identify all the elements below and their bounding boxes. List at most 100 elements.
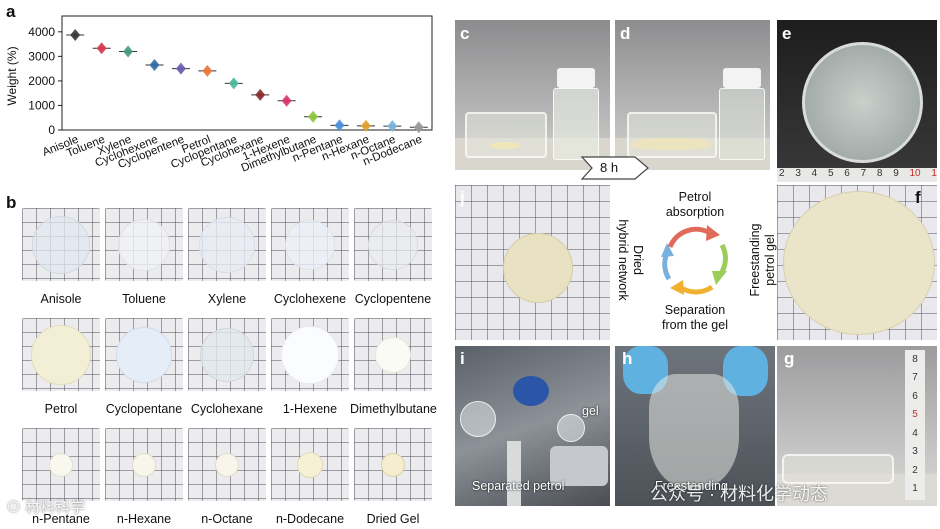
y-tick-label: 0 xyxy=(48,123,55,137)
data-point-center xyxy=(231,81,236,86)
photo-f xyxy=(777,185,937,340)
sample-label: Dimethylbutane xyxy=(350,402,437,416)
data-point-center xyxy=(258,92,263,98)
freestanding-label: Freestanding xyxy=(655,479,728,493)
freestanding-gel-film xyxy=(649,374,739,489)
sample-tile xyxy=(354,208,432,281)
ruler-number: 4 xyxy=(811,168,818,179)
sample-disc xyxy=(116,326,172,383)
ruler-number: 6 xyxy=(912,390,918,402)
sample-disc xyxy=(31,324,91,385)
sample-disc xyxy=(285,219,335,270)
glass-dish xyxy=(465,112,547,158)
vial xyxy=(553,88,599,160)
ruler-number: 7 xyxy=(912,372,918,384)
ruler-number: 5 xyxy=(827,168,834,179)
plot-frame xyxy=(61,15,433,131)
photo-d xyxy=(615,20,770,170)
ruler-number: 3 xyxy=(912,446,918,458)
sample-disc xyxy=(368,219,418,270)
y-tick-label: 4000 xyxy=(28,25,55,39)
data-point-center xyxy=(152,62,157,68)
sample-label: n-Pentane xyxy=(32,512,90,526)
panel-label-g: g xyxy=(784,349,795,368)
sample-label: Cyclohexane xyxy=(190,402,264,416)
panel-label-b: b xyxy=(6,193,17,212)
water-bath xyxy=(550,446,608,486)
panel-label-a: a xyxy=(6,2,16,21)
cycle-dried-network: Dried hybrid network xyxy=(616,219,645,301)
panel-label-i: i xyxy=(460,349,465,368)
y-tick-label: 2000 xyxy=(28,74,55,88)
sample-tile xyxy=(105,318,183,391)
vial-cap xyxy=(723,68,761,88)
sample-disc xyxy=(199,216,255,273)
ruler-g xyxy=(905,350,925,500)
y-tick-label: 3000 xyxy=(28,49,55,63)
sample-disc xyxy=(215,452,239,477)
data-point-center xyxy=(310,114,316,119)
data-point-center xyxy=(73,32,78,38)
sample-disc xyxy=(32,215,90,274)
ruler-number: 3 xyxy=(795,168,801,179)
sample-label: Cyclopentane xyxy=(105,402,183,416)
photo-i xyxy=(455,346,610,506)
sample-label: Cyclohexene xyxy=(273,292,347,306)
sample-disc xyxy=(132,452,156,477)
ruler-number: 8 xyxy=(876,168,883,179)
data-point-center xyxy=(99,46,104,51)
cycle-freestanding-gel: Freestanding petrol gel xyxy=(748,223,777,297)
sample-disc xyxy=(381,452,405,477)
ruler-number: 5 xyxy=(912,409,918,421)
sample-disc xyxy=(200,327,254,382)
glass-dish xyxy=(627,112,717,158)
photo-j xyxy=(455,185,610,340)
photo-c xyxy=(455,20,610,170)
sample-tile xyxy=(22,208,100,281)
sample-tile xyxy=(188,428,266,501)
watermark-right: 公众号 · 材料化学动态 xyxy=(650,484,828,504)
rotary-evaporator-motor xyxy=(513,376,549,406)
y-tick-label: 1000 xyxy=(28,98,55,112)
sample-tile xyxy=(271,208,349,281)
photo-h xyxy=(615,346,775,506)
sample-tile xyxy=(22,428,100,501)
panel-label-h: h xyxy=(622,349,633,368)
data-point-center xyxy=(390,123,395,129)
ruler-number: 9 xyxy=(893,168,899,179)
sample-disc xyxy=(375,336,411,373)
gel-dish xyxy=(782,454,894,484)
sample-tile xyxy=(354,318,432,391)
swollen-gel xyxy=(631,138,711,150)
data-point-center xyxy=(416,125,421,130)
cycle-separation: Separation from the gel xyxy=(661,303,728,332)
watermark-left: ⊙ 材料科学 xyxy=(6,499,86,516)
sample-label: Petrol xyxy=(44,402,78,416)
gel-sample xyxy=(490,142,520,149)
y-axis-label: Weight (%) xyxy=(5,46,19,105)
sample-disc xyxy=(281,325,339,384)
panel-label-d: d xyxy=(620,24,631,43)
petri-dish xyxy=(802,42,923,163)
flask xyxy=(460,401,496,437)
sample-tile xyxy=(105,208,183,281)
sample-label: n-Hexane xyxy=(116,512,172,526)
cycle-diagram: Petrol absorption Separation from the ge… xyxy=(615,185,777,340)
cycle-arrows xyxy=(661,225,728,295)
sample-tile xyxy=(188,318,266,391)
sample-tile xyxy=(105,428,183,501)
panel-label-e: e xyxy=(782,24,792,43)
sample-disc xyxy=(297,451,323,478)
ruler-number: 10 xyxy=(909,168,921,179)
sample-label: n-Octane xyxy=(201,512,253,526)
ruler-number: 2 xyxy=(912,464,918,476)
sample-label: Cyclopentene xyxy=(354,292,432,306)
vial xyxy=(719,88,765,160)
sample-tile xyxy=(22,318,100,391)
ruler-number: 8 xyxy=(912,354,918,365)
